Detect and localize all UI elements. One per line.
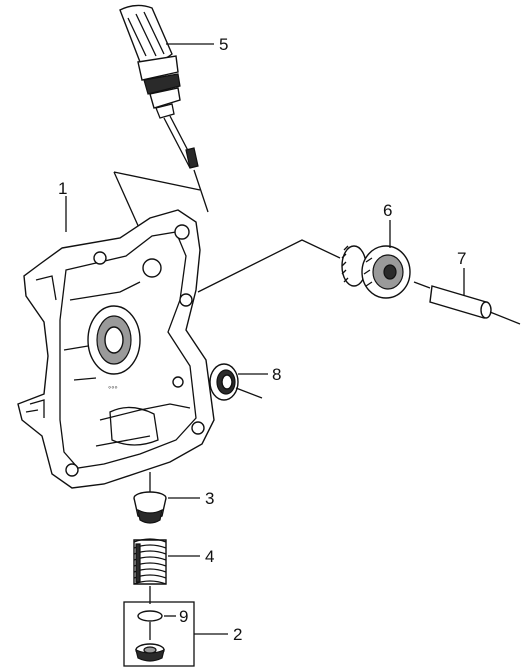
callout-label-1: 1 — [58, 179, 67, 198]
callout-7: 7 — [457, 249, 466, 296]
shaft-part — [413, 281, 521, 325]
crankcase-part: ◦◦◦ — [17, 209, 215, 489]
callout-label-7: 7 — [457, 249, 466, 268]
callout-label-8: 8 — [272, 365, 281, 384]
drain-plug-group — [123, 601, 195, 667]
callout-8: 8 — [238, 365, 281, 384]
callout-label-2: 2 — [233, 625, 242, 644]
callout-label-6: 6 — [383, 201, 392, 220]
callout-3: 3 — [168, 489, 214, 508]
callout-4: 4 — [168, 547, 214, 566]
dipstick-part — [119, 4, 199, 169]
oil-seal-part — [209, 363, 263, 401]
gear-axis-line — [197, 239, 341, 293]
callout-6: 6 — [383, 201, 392, 248]
drain-plug-part — [135, 643, 165, 662]
callout-label-4: 4 — [205, 547, 214, 566]
strainer-cap-part — [133, 491, 167, 524]
callout-1: 1 — [58, 179, 67, 232]
callout-label-9: 9 — [179, 607, 188, 626]
callout-label-5: 5 — [219, 35, 228, 54]
callout-label-3: 3 — [205, 489, 214, 508]
callout-9: 9 — [164, 607, 188, 626]
svg-text:◦◦◦: ◦◦◦ — [108, 382, 118, 392]
o-ring-part — [137, 610, 163, 622]
callout-5: 5 — [166, 35, 228, 54]
dipstick-guide-line — [113, 169, 209, 231]
spring-part — [133, 538, 167, 604]
callout-2: 2 — [194, 625, 242, 644]
gear-part — [341, 245, 411, 299]
